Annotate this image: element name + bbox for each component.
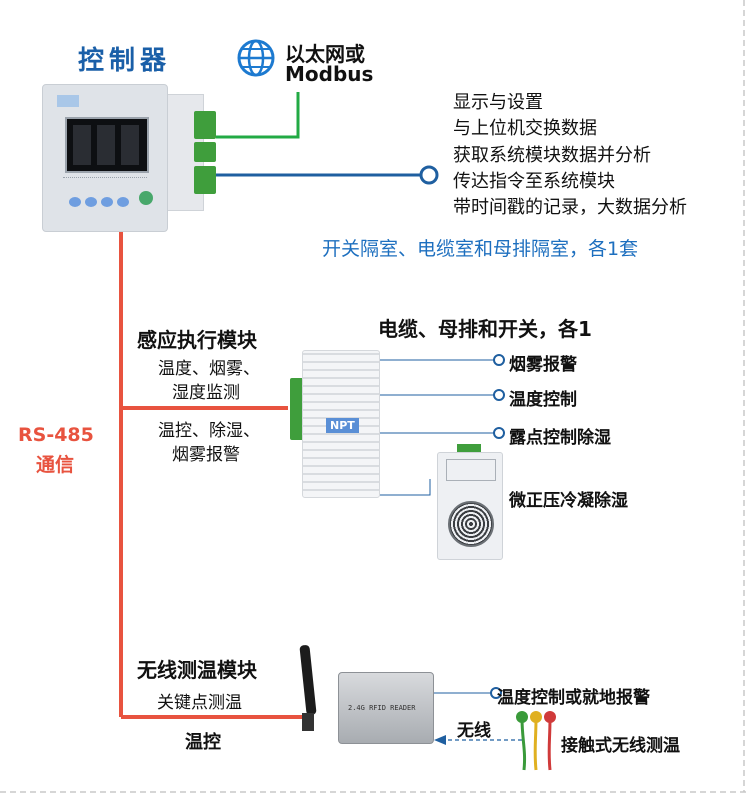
rfid-reader: 2.4G RFID READER: [338, 672, 434, 744]
sensing-desc2-line2: 烟雾报警: [172, 445, 240, 465]
bus-label-line1: RS-485: [18, 424, 94, 446]
sensor-label: 接触式无线测温: [561, 736, 680, 756]
sensing-desc1-line1: 温度、烟雾、: [158, 359, 260, 379]
wireless-desc1: 关键点测温: [157, 693, 242, 713]
function-item-1: 与上位机交换数据: [453, 118, 597, 139]
output-smoke-alarm: 烟雾报警: [509, 355, 577, 375]
sensing-device: NPT: [290, 350, 380, 498]
antenna-icon: [298, 645, 320, 740]
bus-label-line2: 通信: [36, 454, 75, 476]
dehumidifier-label: 微正压冷凝除湿: [509, 491, 628, 511]
panel-button: [69, 197, 81, 207]
terminal-block: [457, 444, 481, 454]
panel-button: [117, 197, 129, 207]
wireless-desc2: 温控: [185, 732, 221, 753]
terminal-block: [194, 111, 216, 139]
wireless-sensor-tags: [516, 710, 560, 772]
sensing-desc2-line1: 温控、除湿、: [158, 421, 260, 441]
reader-label: 2.4G RFID READER: [348, 704, 416, 712]
dehumidifier-device: [437, 444, 503, 560]
sensing-device-note: 电缆、母排和开关，各1: [378, 317, 592, 341]
controller-device: [42, 84, 222, 232]
terminal-block: [194, 166, 216, 194]
panel-button: [85, 197, 97, 207]
wireless-label: 无线: [457, 721, 491, 741]
function-item-0: 显示与设置: [453, 92, 543, 113]
controller-note: 开关隔室、电缆室和母排隔室，各1套: [322, 238, 639, 260]
fan-grille: [448, 501, 494, 547]
network-label-line2: Modbus: [285, 62, 374, 86]
controller-title: 控制器: [78, 46, 172, 76]
sensing-module-title: 感应执行模块: [137, 328, 257, 352]
terminal-block: [194, 142, 216, 162]
output-temperature-control: 温度控制: [509, 390, 577, 410]
panel-button: [101, 197, 113, 207]
network-label-line1: 以太网或: [285, 42, 365, 66]
display-screen: [65, 117, 149, 173]
function-item-4: 带时间戳的记录，大数据分析: [453, 197, 687, 218]
function-item-2: 获取系统模块数据并分析: [453, 145, 651, 166]
output-dewpoint-dehumidify: 露点控制除湿: [509, 428, 611, 448]
wireless-output: 温度控制或就地报警: [497, 688, 650, 708]
wireless-module-title: 无线测温模块: [137, 658, 257, 682]
sensing-desc1-line2: 湿度监测: [172, 383, 240, 403]
device-logo: NPT: [326, 418, 359, 433]
function-item-3: 传达指令至系统模块: [453, 171, 615, 192]
globe-icon: [236, 38, 276, 78]
panel-button: [139, 191, 153, 205]
